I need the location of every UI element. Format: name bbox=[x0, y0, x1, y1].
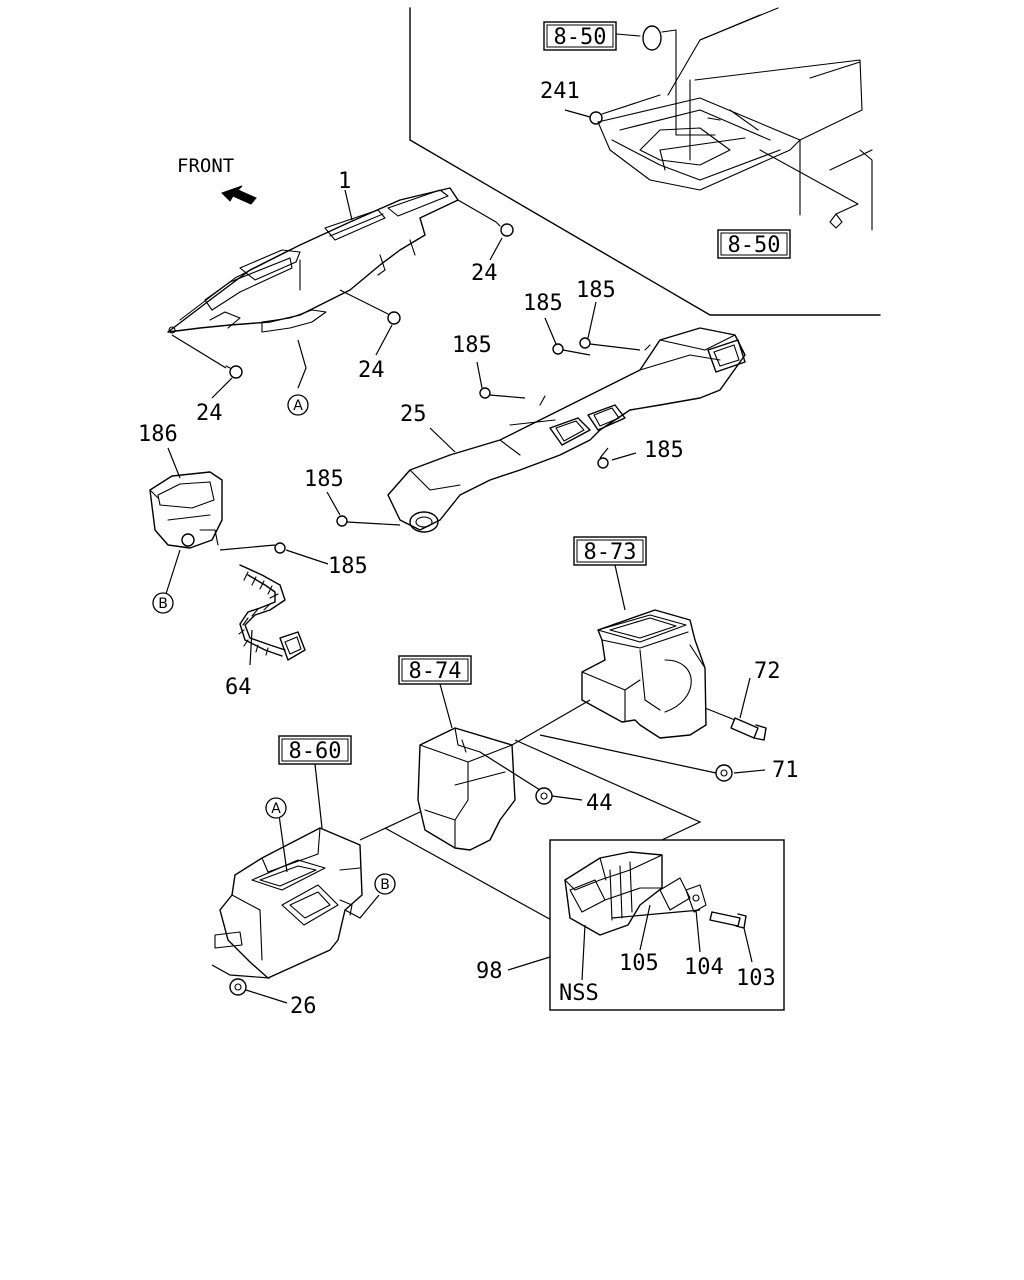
ref-box-8-60[interactable]: 8-60 bbox=[278, 735, 352, 765]
marker-letter: B bbox=[380, 877, 390, 893]
screws-24-drawing bbox=[171, 199, 514, 379]
evaporator-unit-drawing bbox=[417, 727, 516, 851]
nut-44-drawing bbox=[479, 751, 553, 805]
part-number-185: 185 bbox=[523, 291, 563, 316]
leader-lines bbox=[164, 109, 766, 1004]
part-number-72: 72 bbox=[754, 659, 781, 684]
part-number-104: 104 bbox=[684, 955, 724, 980]
part-number-24: 24 bbox=[358, 358, 385, 383]
marker-letter: A bbox=[271, 801, 281, 817]
part-number-nss: NSS bbox=[559, 981, 599, 1006]
screws-185-drawing bbox=[219, 337, 641, 554]
part-number-64: 64 bbox=[225, 675, 252, 700]
nut-26-drawing bbox=[229, 978, 247, 996]
part-number-26: 26 bbox=[290, 994, 317, 1019]
defroster-nozzle-drawing bbox=[167, 187, 459, 334]
marker-b: B bbox=[374, 873, 396, 895]
part-number-103: 103 bbox=[736, 966, 776, 991]
nss-duct-box bbox=[549, 839, 785, 1011]
hose-drawing bbox=[238, 564, 306, 661]
part-number-185: 185 bbox=[452, 333, 492, 358]
ref-label: 8-73 bbox=[584, 540, 637, 565]
part-number-241: 241 bbox=[540, 79, 580, 104]
side-vent-drawing bbox=[149, 471, 223, 549]
ref-label: 8-50 bbox=[554, 25, 607, 50]
marker-letter: A bbox=[293, 398, 303, 414]
part-number-71: 71 bbox=[772, 758, 799, 783]
part-number-185: 185 bbox=[304, 467, 344, 492]
ref-box-8-50-right[interactable]: 8-50 bbox=[717, 229, 791, 259]
part-number-186: 186 bbox=[138, 422, 178, 447]
part-number-98: 98 bbox=[476, 959, 503, 984]
part-number-185: 185 bbox=[644, 438, 684, 463]
vehicle-cutaway-drawing bbox=[409, 7, 881, 316]
ref-box-8-50-top[interactable]: 8-50 bbox=[543, 21, 617, 51]
nut-71-drawing bbox=[539, 734, 733, 782]
part-number-44: 44 bbox=[586, 791, 613, 816]
part-number-25: 25 bbox=[400, 402, 427, 427]
marker-letter: B bbox=[158, 596, 168, 612]
ref-box-8-74[interactable]: 8-74 bbox=[398, 655, 472, 685]
part-number-185: 185 bbox=[576, 278, 616, 303]
part-number-24: 24 bbox=[471, 261, 498, 286]
bolt-72-drawing bbox=[704, 707, 767, 741]
heater-unit-drawing bbox=[211, 827, 363, 979]
part-number-1: 1 bbox=[338, 169, 351, 194]
ref-label: 8-60 bbox=[289, 739, 342, 764]
marker-b: B bbox=[152, 592, 174, 614]
front-arrow bbox=[221, 185, 257, 205]
marker-a: A bbox=[287, 394, 309, 416]
part-number-105: 105 bbox=[619, 951, 659, 976]
part-number-24: 24 bbox=[196, 401, 223, 426]
marker-a: A bbox=[265, 797, 287, 819]
part-number-185: 185 bbox=[328, 554, 368, 579]
ref-label: 8-50 bbox=[728, 233, 781, 258]
ref-box-8-73[interactable]: 8-73 bbox=[573, 536, 647, 566]
heater-duct-drawing bbox=[387, 327, 746, 533]
front-label: FRONT bbox=[177, 155, 234, 177]
blower-unit-drawing bbox=[581, 609, 707, 739]
ref-label: 8-74 bbox=[409, 659, 462, 684]
